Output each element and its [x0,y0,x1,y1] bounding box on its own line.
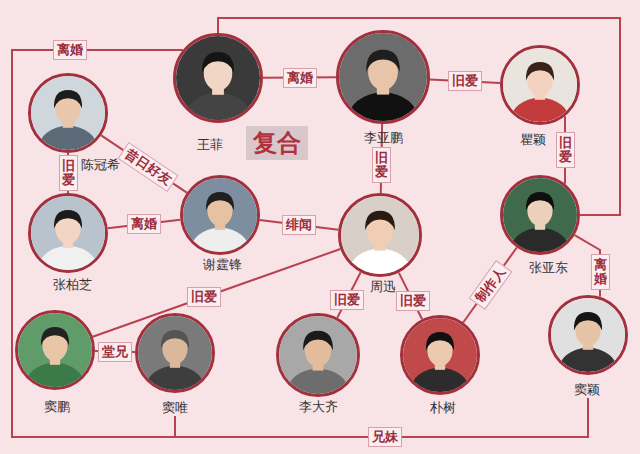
person-node: 朴树 [400,315,480,416]
portrait-figure [183,178,257,252]
relation-label: 昔日好友 [118,142,179,192]
person-name: 王菲 [197,137,223,153]
relation-label: 绯闻 [282,215,316,235]
relation-label: 旧爱 [330,290,364,310]
relation-label: 制作人 [468,260,512,310]
relation-label: 旧爱 [556,132,575,169]
person-name: 窦颖 [574,382,600,398]
portrait-circle [548,295,628,375]
portrait-circle [135,313,215,393]
portrait-circle [336,30,430,124]
portrait-circle [180,175,260,255]
relation-label: 离婚 [591,254,610,291]
relation-label: 离婚 [127,214,161,234]
person-name: 窦唯 [162,400,188,416]
portrait-circle [173,33,263,123]
relation-label: 离婚 [283,68,317,88]
relation-label: 堂兄 [98,342,132,362]
relation-label: 离婚 [53,40,87,60]
portrait-figure [176,36,260,120]
person-name: 李亚鹏 [364,130,403,146]
portrait-figure [18,313,92,387]
portrait-figure [341,196,419,274]
portrait-figure [339,33,427,121]
portrait-figure [503,48,577,122]
relation-label: 兄妹 [368,427,402,447]
relation-label: 旧爱 [372,147,391,184]
portrait-figure [279,316,357,394]
person-node: 窦颖 [548,295,628,398]
portrait-figure [403,318,477,392]
portrait-circle [338,193,422,277]
portrait-circle [500,175,580,255]
person-node: 李亚鹏 [336,30,430,146]
portrait-circle [28,193,108,273]
person-name: 谢霆锋 [203,257,242,273]
person-name: 窦鹏 [44,399,70,415]
portrait-figure [31,196,105,270]
person-name: 周迅 [370,279,396,295]
portrait-figure [138,316,212,390]
portrait-circle [28,73,108,153]
person-name: 朴树 [430,400,456,416]
person-name: 张柏芝 [53,277,92,293]
person-name: 张亚东 [529,260,568,276]
relation-line [463,248,517,323]
portrait-figure [503,178,577,252]
status-tag: 复合 [246,126,308,160]
person-node: 谢霆锋 [180,175,260,273]
person-node: 张柏芝 [28,193,108,293]
portrait-figure [31,76,105,150]
person-name: 陈冠希 [81,157,120,173]
person-name: 瞿颖 [520,132,546,148]
relation-label: 旧爱 [396,291,430,311]
portrait-circle [276,313,360,397]
relation-label: 旧爱 [59,155,78,192]
person-node: 张亚东 [500,175,580,276]
relation-label: 旧爱 [187,287,221,307]
portrait-circle [500,45,580,125]
portrait-circle [15,310,95,390]
person-node: 李大齐 [276,313,360,415]
portrait-figure [551,298,625,372]
person-node: 窦唯 [135,313,215,416]
person-node: 窦鹏 [15,310,95,415]
person-name: 李大齐 [299,399,338,415]
person-node: 周迅 [338,193,422,295]
relation-label: 旧爱 [448,71,482,91]
portrait-circle [400,315,480,395]
